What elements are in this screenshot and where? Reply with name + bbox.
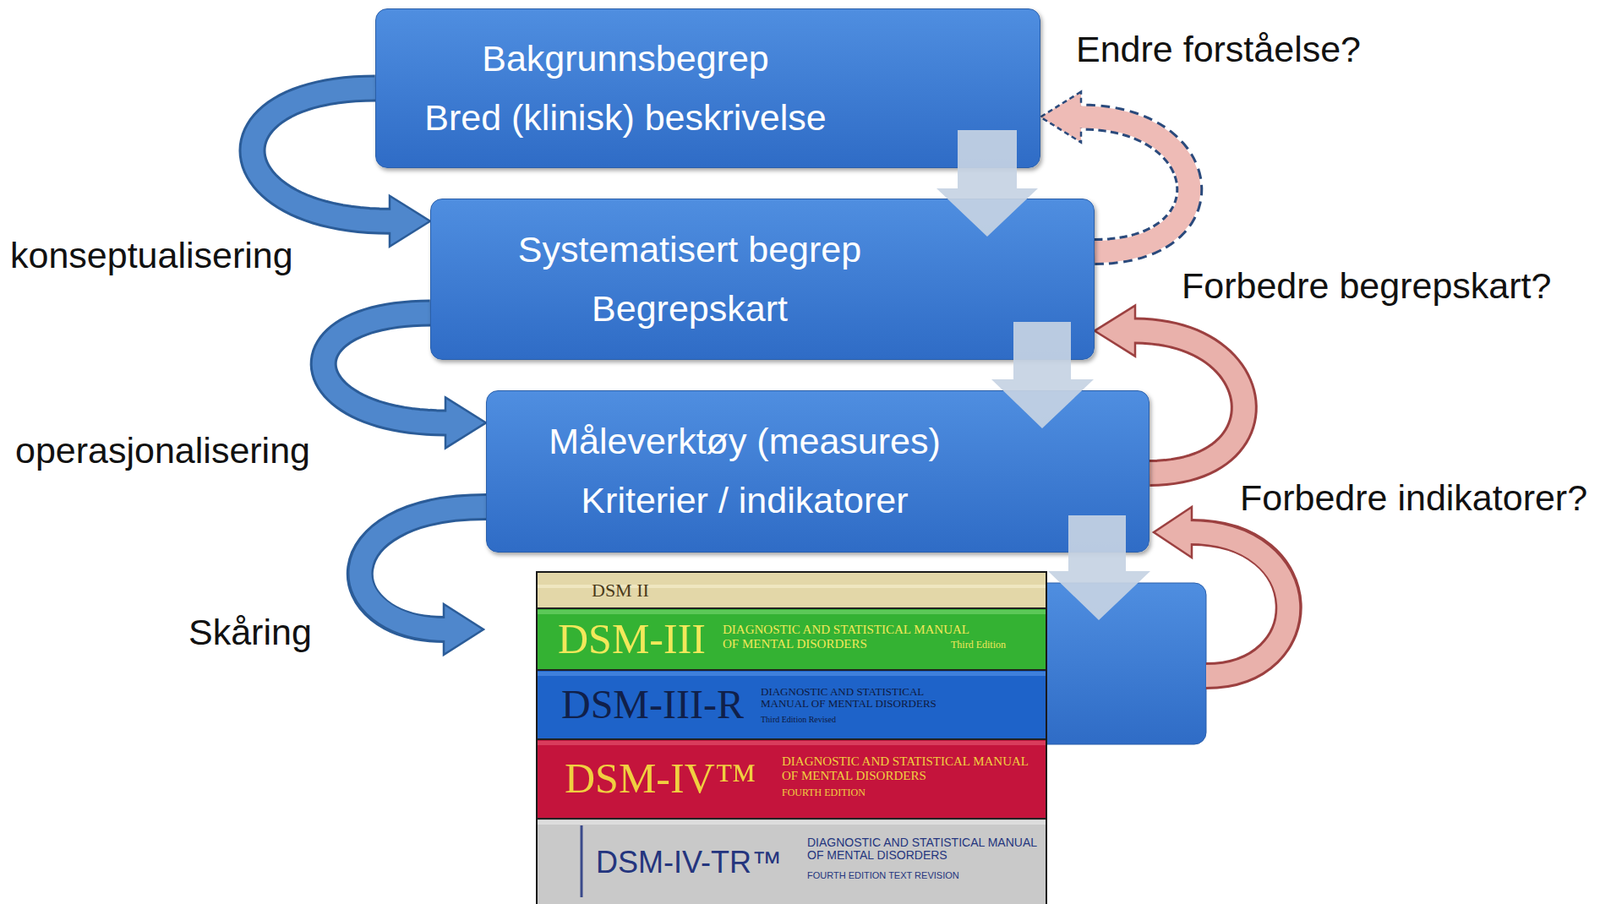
arrow-head bbox=[1040, 92, 1082, 143]
scoring-arrow bbox=[360, 507, 487, 656]
book-separator bbox=[537, 607, 1046, 610]
book-separator bbox=[537, 738, 1046, 741]
process-box: Systematisert begrepBegrepskart bbox=[430, 198, 1095, 361]
edition-note: FOURTH EDITION TEXT REVISION bbox=[807, 870, 960, 881]
book-spine bbox=[537, 670, 1046, 740]
book-subtitle: DIAGNOSTIC AND STATISTICAL MANUAL OF MEN… bbox=[807, 836, 1040, 863]
process-box: BakgrunnsbegrepBred (klinisk) beskrivels… bbox=[375, 8, 1041, 169]
box-text: Systematisert begrep bbox=[518, 226, 862, 274]
book-title: DSM-III bbox=[557, 615, 706, 665]
side-label: Skåring bbox=[188, 611, 312, 656]
book-spine bbox=[537, 608, 1046, 671]
arrow-body bbox=[360, 507, 487, 630]
book-title: DSM-III-R bbox=[561, 681, 744, 728]
box-text: Bakgrunnsbegrep bbox=[481, 35, 769, 83]
down-block-arrow bbox=[936, 130, 1038, 237]
step-label: Forbedre begrepskart? bbox=[1181, 264, 1551, 309]
arrow-head bbox=[1094, 305, 1136, 357]
book-subtitle: DIAGNOSTIC AND STATISTICAL MANUAL OF MEN… bbox=[781, 754, 1036, 783]
photo-frame bbox=[535, 571, 1048, 904]
book-subtitle: DIAGNOSTIC AND STATISTICAL MANUAL OF MEN… bbox=[722, 622, 977, 651]
dsm-books-photo bbox=[535, 571, 1048, 904]
book-separator bbox=[537, 669, 1046, 672]
book-highlight bbox=[537, 610, 1046, 615]
book-title: DSM-IV™ bbox=[564, 754, 757, 804]
book-title: DSM-IV-TR™ bbox=[595, 845, 782, 880]
edition-note: FOURTH EDITION bbox=[781, 787, 866, 799]
feedback-arrow bbox=[1153, 507, 1289, 677]
arrow-head bbox=[445, 397, 487, 448]
step-label: operasjonalisering bbox=[15, 429, 311, 474]
book-spine bbox=[537, 739, 1046, 820]
arrow-head bbox=[389, 196, 431, 247]
step-label: konseptualisering bbox=[10, 234, 294, 279]
step-label: Endre forståelse? bbox=[1075, 27, 1361, 72]
edition-note: Third Edition bbox=[950, 639, 1006, 651]
book-spine bbox=[537, 819, 1046, 904]
arrow-head bbox=[443, 604, 484, 656]
box-text: Begrepskart bbox=[591, 285, 788, 334]
down-block-arrow bbox=[1048, 515, 1151, 621]
book-title: DSM II bbox=[591, 579, 650, 602]
arrow-body bbox=[251, 88, 394, 222]
box-text: Bred (klinisk) beskrivelse bbox=[424, 94, 827, 142]
box-text: Kriterier / indikatorer bbox=[580, 477, 908, 525]
box-text: Måleverktøy (measures) bbox=[548, 418, 941, 466]
arrow-head bbox=[1153, 507, 1192, 558]
book-highlight bbox=[537, 820, 1046, 825]
spine-rule bbox=[580, 825, 584, 898]
side-label: Forbedre indikatorer? bbox=[1239, 476, 1588, 521]
arrow-body bbox=[360, 507, 487, 630]
book-subtitle: DIAGNOSTIC AND STATISTICAL MANUAL OF MEN… bbox=[760, 686, 973, 711]
book-separator bbox=[537, 818, 1046, 820]
arrow-body bbox=[1188, 532, 1289, 677]
book-highlight bbox=[537, 671, 1046, 677]
book-spine bbox=[537, 573, 1046, 609]
book-highlight bbox=[537, 741, 1046, 746]
edition-note: Third Edition Revised bbox=[760, 715, 836, 725]
down-block-arrow bbox=[991, 322, 1094, 429]
process-box: Måleverktøy (measures) Kriterier / indika… bbox=[486, 390, 1150, 553]
